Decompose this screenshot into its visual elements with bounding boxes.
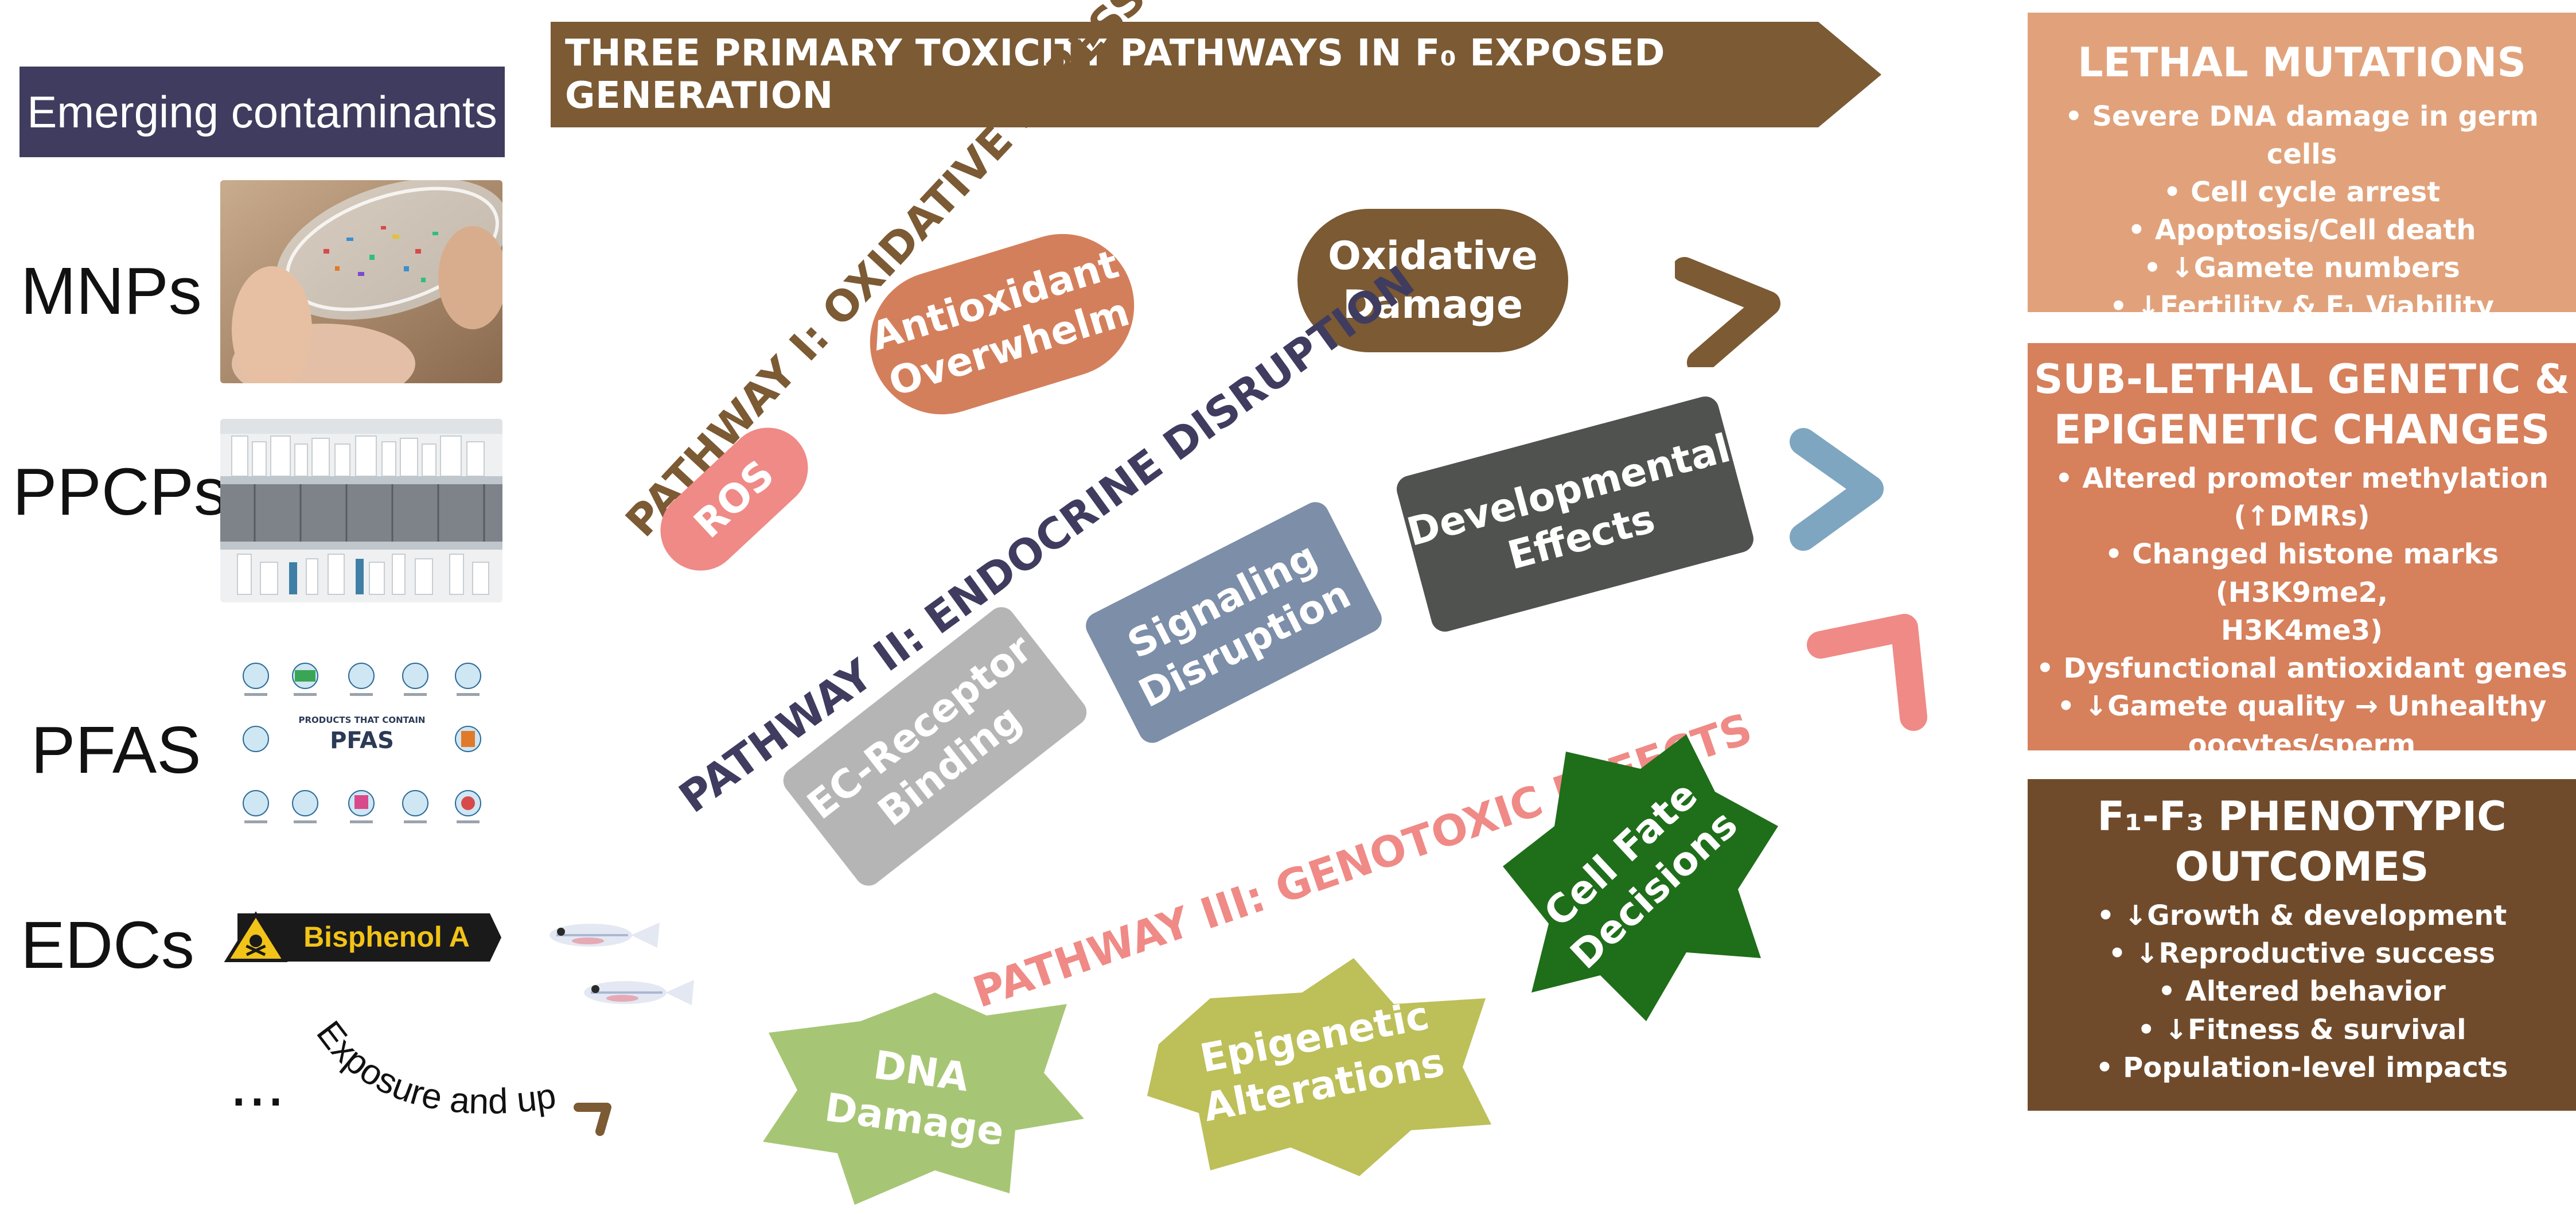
category-label-ppcps: PPCPs bbox=[13, 454, 227, 529]
lethal-item: • ↓Gamete numbers bbox=[2144, 252, 2460, 285]
phenotypic-title-line1: F₁-F₃ PHENOTYPIC bbox=[2097, 793, 2507, 840]
dna-damage-starburst bbox=[763, 993, 1084, 1205]
emerging-contaminants-heading: Emerging contaminants bbox=[20, 67, 505, 157]
lethal-item: • Apoptosis/Cell death bbox=[2127, 214, 2476, 247]
sublethal-item: H3K4me3) bbox=[2220, 614, 2383, 647]
lethal-mutations-panel: LETHAL MUTATIONS • Severe DNA damage in … bbox=[2028, 13, 2576, 322]
phenotypic-title-line2: OUTCOMES bbox=[2174, 843, 2429, 890]
phenotypic-item: • Altered behavior bbox=[2158, 975, 2446, 1008]
cell-fate-starburst bbox=[1503, 734, 1778, 1021]
sublethal-item: • ↓Gamete quality → Unhealthy bbox=[2057, 690, 2547, 723]
sublethal-title-line1: SUB-LETHAL GENETIC & bbox=[2034, 356, 2570, 403]
bisphenol-a-warning-sign: Bisphenol A bbox=[224, 911, 501, 962]
header-arrow-banner bbox=[551, 22, 1881, 127]
salmon-chevron-icon bbox=[1807, 614, 1927, 731]
brown-chevron-icon bbox=[1675, 256, 1781, 367]
signaling-disruption-box: Signaling Disruption bbox=[1081, 497, 1387, 748]
category-label-mnps: MNPs bbox=[21, 254, 202, 328]
pfas-products-poster-image: PRODUCTS THAT CONTAIN PFAS bbox=[233, 660, 491, 832]
sublethal-item: • Changed histone marks (H3K9me2, bbox=[2105, 538, 2499, 609]
bisphenol-a-label: Bisphenol A bbox=[303, 921, 470, 953]
lethal-item: • Severe DNA damage in germ cells bbox=[2065, 100, 2539, 170]
sublethal-item: (↑DMRs) bbox=[2234, 500, 2370, 533]
zebrafish-icon bbox=[550, 923, 694, 1005]
exposure-arrow-icon bbox=[574, 1103, 611, 1136]
phenotypic-item: • ↓Growth & development bbox=[2096, 900, 2507, 932]
pfas-poster-title: PRODUCTS THAT CONTAIN bbox=[298, 715, 425, 725]
sublethal-item: • Dysfunctional antioxidant genes bbox=[2036, 652, 2567, 685]
header-title: THREE PRIMARY TOXICITY PATHWAYS IN F₀ EX… bbox=[565, 32, 1665, 117]
lethal-panel-title: LETHAL MUTATIONS bbox=[2078, 39, 2526, 86]
svg-text:Exposure and uptake: Exposure and uptake bbox=[298, 1015, 559, 1122]
sublethal-item: • Altered promoter methylation bbox=[2055, 462, 2549, 495]
blue-chevron-icon bbox=[1790, 428, 1884, 551]
oxidative-damage-pill: Oxidative Damage bbox=[1297, 209, 1568, 352]
personal-care-products-image bbox=[220, 419, 502, 602]
phenotypic-outcomes-panel: F₁-F₃ PHENOTYPIC OUTCOMES • ↓Growth & de… bbox=[2028, 779, 2576, 1111]
lethal-item: • ↓Fertility & F₁ Viability bbox=[2109, 290, 2495, 322]
epigenetic-alterations-starburst bbox=[1147, 958, 1491, 1176]
phenotypic-item: • ↓Fitness & survival bbox=[2137, 1013, 2466, 1046]
ellipsis-label: ... bbox=[229, 1045, 285, 1120]
phenotypic-item: • Population-level impacts bbox=[2095, 1051, 2508, 1084]
sublethal-item: oocytes/sperm bbox=[2188, 728, 2416, 761]
microplastics-dish-image bbox=[220, 180, 502, 383]
pfas-poster-word: PFAS bbox=[330, 727, 394, 754]
category-label-pfas: PFAS bbox=[31, 713, 201, 787]
sublethal-title-line2: EPIGENETIC CHANGES bbox=[2053, 406, 2550, 453]
sub-lethal-changes-panel: SUB-LETHAL GENETIC & EPIGENETIC CHANGES … bbox=[2028, 343, 2576, 761]
exposure-and-uptake-label: Exposure and uptake bbox=[298, 1015, 559, 1122]
phenotypic-item: • ↓Reproductive success bbox=[2108, 937, 2496, 970]
category-label-edcs: EDCs bbox=[21, 908, 194, 982]
lethal-item: • Cell cycle arrest bbox=[2163, 176, 2441, 208]
oxidative-damage-line1: Oxidative bbox=[1328, 234, 1538, 279]
oxidative-damage-line2: Damage bbox=[1343, 282, 1523, 328]
developmental-effects-box: Developmental Effects bbox=[1393, 393, 1757, 635]
